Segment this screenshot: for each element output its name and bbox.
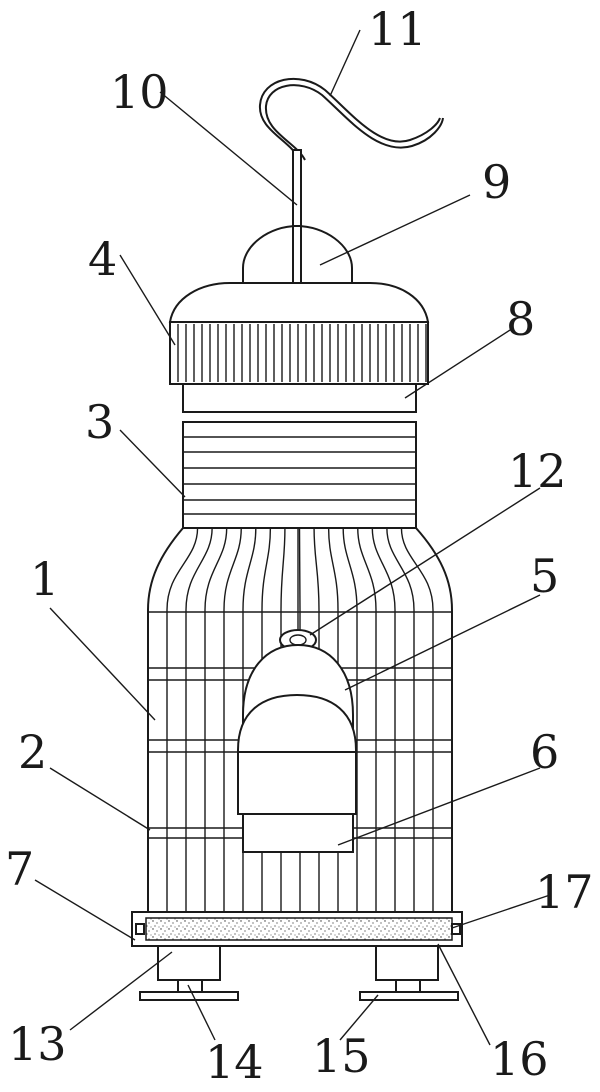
label-4: 4 [88,232,117,286]
label-3: 3 [85,395,114,449]
label-8: 8 [506,292,535,346]
cage-bar [242,527,257,912]
cage-bars [166,527,434,912]
cage-bar [342,527,358,912]
left-foot [139,945,239,1001]
cage-bar [313,527,320,912]
label-1: 1 [30,552,59,606]
cage-bar [400,527,434,912]
label-5: 5 [530,549,559,603]
label-10: 10 [110,65,169,119]
filter-pad [145,917,453,941]
label-6: 6 [530,725,559,779]
leader-lines [34,29,551,1046]
top-cover [168,282,430,385]
cover-ring [182,383,417,413]
right-foot [359,945,459,1001]
feeder-cup [237,643,357,761]
label-14: 14 [205,1035,264,1089]
label-7: 7 [5,842,34,896]
cage-bar [204,527,228,912]
side-clip [451,923,461,935]
side-clip-left [135,923,145,935]
cage-neck [182,421,417,529]
label-2: 2 [18,725,47,779]
cage-bar [261,527,272,912]
cage-bar [223,527,242,912]
feeder-base [237,751,357,853]
cage-bar [327,527,339,912]
cage-bar [185,527,213,912]
label-13: 13 [8,1017,67,1071]
hook [258,77,444,161]
label-17: 17 [535,865,594,919]
dome-cap [242,224,353,284]
label-16: 16 [490,1032,549,1086]
label-15: 15 [312,1029,371,1083]
label-11: 11 [368,2,427,56]
cage-bar [298,527,301,912]
cage-bar [386,527,415,912]
cage-bar [280,527,286,912]
cage-bar [371,527,396,912]
cage-bar [357,527,377,912]
base-frame [131,911,463,947]
part-labels: 11 10 9 4 8 3 12 1 5 2 6 7 17 13 14 15 1… [5,2,594,1089]
label-9: 9 [482,155,511,209]
label-12: 12 [508,444,567,498]
cage-bar [166,527,199,912]
